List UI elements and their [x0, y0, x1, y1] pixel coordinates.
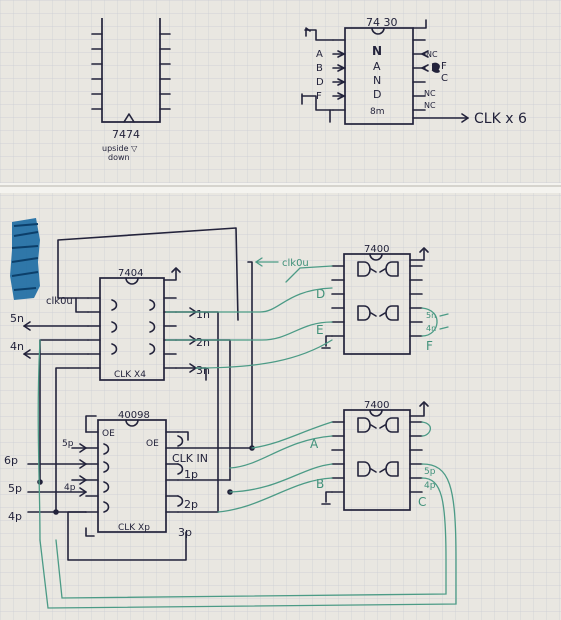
chip-7474-note-2: down [108, 153, 130, 162]
chip-40098-label: 40098 [118, 410, 150, 421]
left-label-5p: 5p [8, 482, 22, 495]
chip-7400-top-letter-e: E [316, 323, 324, 337]
chip-7430-pin-nc2: NC [424, 89, 436, 98]
left-label-4p: 4p [8, 510, 22, 523]
chip-7400-bottom-letter-c: C [418, 495, 426, 509]
left-label-5n: 5n [10, 312, 24, 325]
chip-7474-label: 7474 [112, 128, 140, 141]
chip-7430-pin-nc3: NC [424, 101, 436, 110]
chip-40098-out-2p: 2p [184, 498, 198, 511]
left-label-6p: 6p [4, 454, 18, 467]
chip-7400-top-label: 7400 [364, 244, 389, 255]
left-label-4n: 4n [10, 340, 24, 353]
chip-7430-pin-nc1: NC [426, 50, 438, 59]
chip-7430-inner-d: D [373, 88, 381, 101]
chip-7404-label: 7404 [118, 268, 143, 279]
chip-7430-input-a: A [316, 49, 323, 60]
chip-7400-bottom [321, 401, 429, 511]
chip-40098-clk-in: CLK IN [172, 452, 208, 465]
chip-7404-out-3n: 3n [196, 364, 210, 377]
chip-7430-pin-f: F [441, 61, 447, 72]
chip-7430-inner-a: A [373, 60, 381, 73]
chip-40098-out-3p: 3p [178, 526, 192, 539]
chip-7430-label: 74 30 [366, 16, 398, 29]
chip-7430-input-f: F [316, 91, 322, 102]
chip-7400-bottom-out-5p: 5p [424, 467, 436, 477]
chip-7400-top [321, 247, 429, 355]
chip-7400-top-letter-f: F [426, 339, 433, 353]
chip-7404-out-1n: 1n [196, 308, 210, 321]
chip-40098-bottom-label: CLK Xp [118, 523, 150, 533]
chip-7400-bottom-label: 7400 [364, 400, 389, 411]
chip-7430-pin-c: C [441, 73, 448, 84]
chip-7404-out-2n: 2n [196, 336, 210, 349]
clk-x6-label: CLK x 6 [474, 111, 527, 127]
chip-7474 [91, 18, 171, 123]
chip-7404-bottom-label: CLK X4 [114, 370, 146, 380]
chip-7400-top-letter-d: D [316, 287, 325, 301]
chip-7400-top-out-4n: 4n [426, 324, 436, 333]
chip-7400-bottom-out-4p: 4p [424, 481, 436, 491]
chip-7400-top-in-label: clk0u [282, 258, 309, 269]
upper-page-grid [0, 0, 561, 185]
chip-7430-input-b: B [316, 63, 323, 74]
chip-7400-top-green-arrows [254, 257, 449, 330]
chip-40098-oe-left: OE [102, 429, 115, 439]
chip-7400-bottom-letter-b: B [316, 477, 324, 491]
chip-7404-in-label: clk0u [46, 296, 73, 307]
chip-7430-output-label: 8m [370, 107, 385, 117]
chip-7400-bottom-letter-a: A [310, 437, 319, 451]
chip-40098-out-1p: 1p [184, 468, 198, 481]
chip-7474-note-1: upside ▽ [102, 144, 138, 153]
lower-page-grid [0, 192, 561, 620]
page-fold [0, 183, 561, 193]
chip-7430-input-d: D [316, 77, 324, 88]
chip-7430-inner-n2: N [373, 74, 381, 87]
blue-marker-scribble [10, 218, 40, 300]
chip-7400-top-out-5n: 5n [426, 311, 436, 320]
chip-40098-in-4p: 4p [64, 483, 76, 493]
chip-7430-inner-n1: N [372, 44, 382, 58]
green-wiring [37, 265, 457, 609]
chip-40098-oe-right: OE [146, 439, 159, 449]
chip-7430 [301, 19, 469, 125]
chip-40098-in-5p: 5p [62, 439, 74, 449]
